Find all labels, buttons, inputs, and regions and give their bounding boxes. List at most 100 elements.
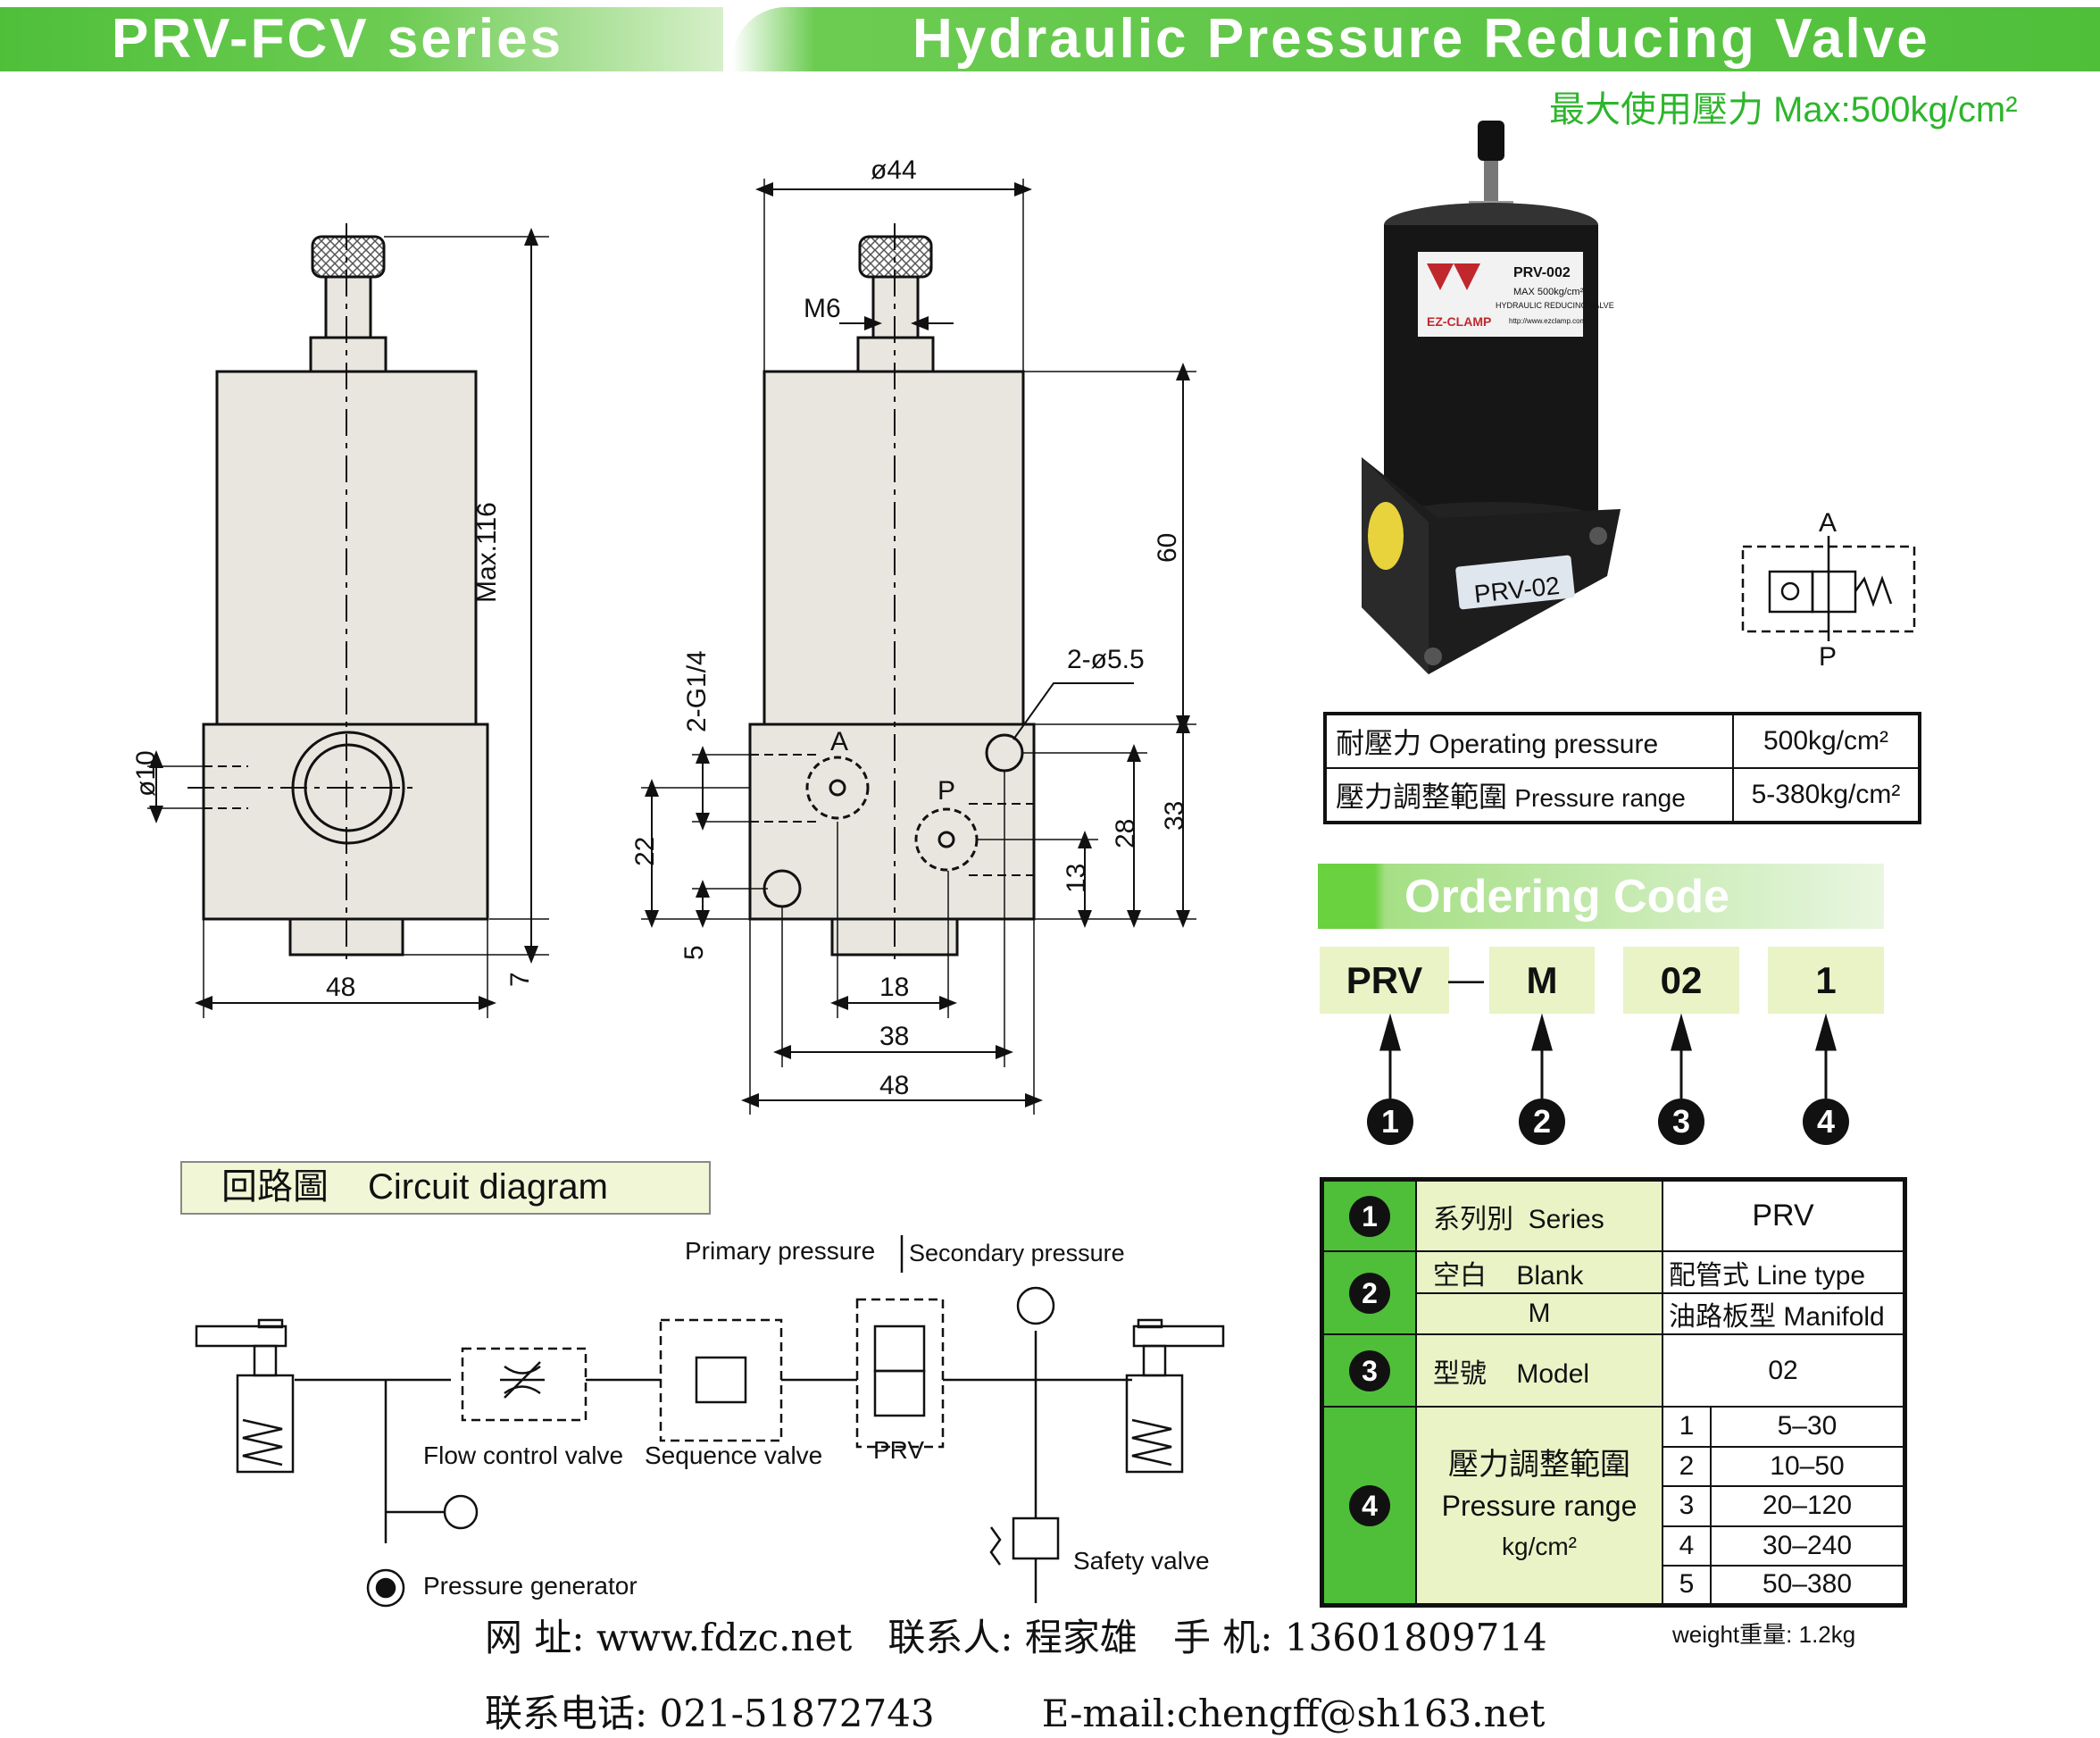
dim-max-height: Max.116 [472, 502, 502, 603]
table-row: 2 空白 Blank 配管式 Line type [1321, 1250, 1906, 1336]
sticker-desc: HYDRAULIC REDUCING VALVE [1496, 301, 1614, 310]
spec-value: 5-380kg/cm² [1731, 767, 1921, 823]
type-code-en: Blank [1516, 1260, 1584, 1291]
spec-table: 耐壓力 Operating pressure 500kg/cm² 壓力調整範圍 … [1323, 712, 1921, 824]
dim-port-dia: ø10 [131, 750, 161, 797]
circuit-title-cn: 回路圖 [221, 1167, 329, 1207]
table-row: 耐壓力 Operating pressure 500kg/cm² [1324, 713, 1921, 769]
safety-valve-label: Safety valve [1073, 1547, 1210, 1575]
footer-mobile: 手 机: 13601809714 [1172, 1616, 1547, 1659]
dim-13: 13 [1062, 864, 1091, 893]
dim-5: 5 [679, 945, 709, 960]
dim-18: 18 [879, 973, 909, 1002]
range-value: 10–50 [1710, 1445, 1906, 1488]
series-title: PRV-FCV series [112, 8, 564, 70]
dim-bottom: 7 [505, 972, 535, 987]
range-code: 1 [1662, 1406, 1712, 1448]
flow-control-label: Flow control valve [423, 1441, 624, 1469]
row-number: 2 [1349, 1272, 1390, 1314]
pressure-generator-label: Pressure generator [423, 1572, 638, 1600]
code-number-3: 3 [1658, 1099, 1704, 1145]
table-row: 4 30–240 [1322, 1525, 1906, 1567]
sticker-max: MAX 500kg/cm² [1513, 287, 1584, 297]
footer-contact: 联系人: 程家雄 [888, 1616, 1138, 1659]
product-photo: EZ-CLAMP PRV-002 MAX 500kg/cm² HYDRAULIC… [1362, 121, 1621, 674]
port-p-label: P [938, 776, 955, 806]
weight-label: weight重量: 1.2kg [1672, 1621, 1856, 1648]
range-value: 5–30 [1710, 1406, 1906, 1448]
side-view [147, 223, 549, 1018]
symbol-p: P [1819, 642, 1837, 672]
dim-38: 38 [879, 1022, 909, 1051]
table-row: M 油路板型 Manifold [1322, 1291, 1906, 1336]
range-value: 20–120 [1710, 1485, 1906, 1527]
type-code-cn: 空白 [1433, 1260, 1487, 1291]
title-header-bar [732, 7, 2100, 71]
table-row: 3 20–120 [1322, 1485, 1906, 1527]
sticker-url: http://www.ezclamp.com [1509, 317, 1587, 325]
table-row: 2 10–50 [1322, 1445, 1906, 1488]
range-code: 2 [1662, 1445, 1712, 1488]
dim-28: 28 [1111, 819, 1140, 848]
circuit-diagram [195, 1235, 1225, 1608]
footer-website: 网 址: www.fdzc.net [485, 1616, 853, 1659]
range-label-cn: 壓力調整範圍 [1448, 1447, 1630, 1482]
footer-phone: 联系电话: 021-51872743 [485, 1692, 935, 1735]
row-number: 3 [1349, 1349, 1390, 1391]
primary-pressure-label: Primary pressure [685, 1237, 876, 1265]
dim-33: 33 [1160, 801, 1189, 831]
sequence-valve-label: Sequence valve [645, 1441, 823, 1469]
series-label-en: Series [1528, 1204, 1604, 1234]
range-value: 50–380 [1710, 1564, 1906, 1607]
model-label-en: Model [1516, 1358, 1590, 1389]
footer-email: E-mail:chengff@sh163.net [1041, 1692, 1546, 1735]
circuit-title-en: Circuit diagram [368, 1167, 608, 1207]
spec-value: 500kg/cm² [1731, 713, 1921, 769]
range-code: 3 [1662, 1485, 1712, 1527]
code-model: 02 [1623, 947, 1739, 1014]
port-a-label: A [830, 727, 848, 756]
spec-label-cn: 壓力調整範圍 [1336, 781, 1508, 813]
max-pressure: 最大使用壓力 Max:500kg/cm² [1549, 90, 2018, 130]
ordering-code-bar [1318, 864, 1884, 929]
ordering-table: 1 系列別 Series PRV 2 空白 Blank 配管式 Line typ… [1320, 1177, 1907, 1608]
table-row: 3 型號 Model 02 [1321, 1333, 1906, 1408]
range-code: 5 [1662, 1564, 1712, 1607]
type-code: M [1415, 1291, 1663, 1336]
code-number-2: 2 [1519, 1099, 1565, 1145]
spec-label-cn: 耐壓力 [1336, 727, 1422, 759]
range-label-en: Pressure range [1441, 1489, 1638, 1522]
row-number: 4 [1349, 1484, 1390, 1526]
dim-ports: 2-G1/4 [682, 650, 712, 732]
series-header-bar [0, 7, 723, 71]
ordering-code-title: Ordering Code [1404, 871, 1730, 923]
page-title: Hydraulic Pressure Reducing Valve [912, 8, 1930, 70]
model-label-cn: 型號 [1433, 1358, 1487, 1389]
table-row: 1 系列別 Series PRV [1321, 1178, 1906, 1253]
type-value: 配管式 Line type [1662, 1250, 1906, 1294]
series-value: PRV [1662, 1178, 1906, 1253]
code-dash: — [1448, 960, 1484, 999]
code-number-1: 1 [1367, 1099, 1413, 1145]
dim-holes: 2-ø5.5 [1067, 645, 1145, 674]
circuit-title-box [180, 1161, 711, 1215]
spec-label-en: Pressure range [1514, 784, 1686, 812]
code-number-4: 4 [1803, 1099, 1849, 1145]
valve-symbol [1741, 536, 1916, 641]
dim-22: 22 [630, 837, 660, 866]
row-number: 1 [1349, 1195, 1390, 1237]
code-series: PRV [1320, 947, 1449, 1014]
spec-label-en: Operating pressure [1429, 730, 1659, 759]
front-view [641, 179, 1196, 1115]
sticker-model: PRV-002 [1513, 265, 1571, 280]
table-row: 5 50–380 [1322, 1564, 1906, 1607]
dim-body-height: 60 [1153, 533, 1182, 563]
prv-label: PRV [873, 1436, 925, 1464]
dim-width-left: 48 [326, 973, 355, 1002]
range-code: 4 [1662, 1525, 1712, 1567]
code-type: M [1489, 947, 1595, 1014]
secondary-pressure-label: Secondary pressure [909, 1240, 1125, 1266]
dim-48: 48 [879, 1071, 909, 1100]
code-range: 1 [1768, 947, 1884, 1014]
